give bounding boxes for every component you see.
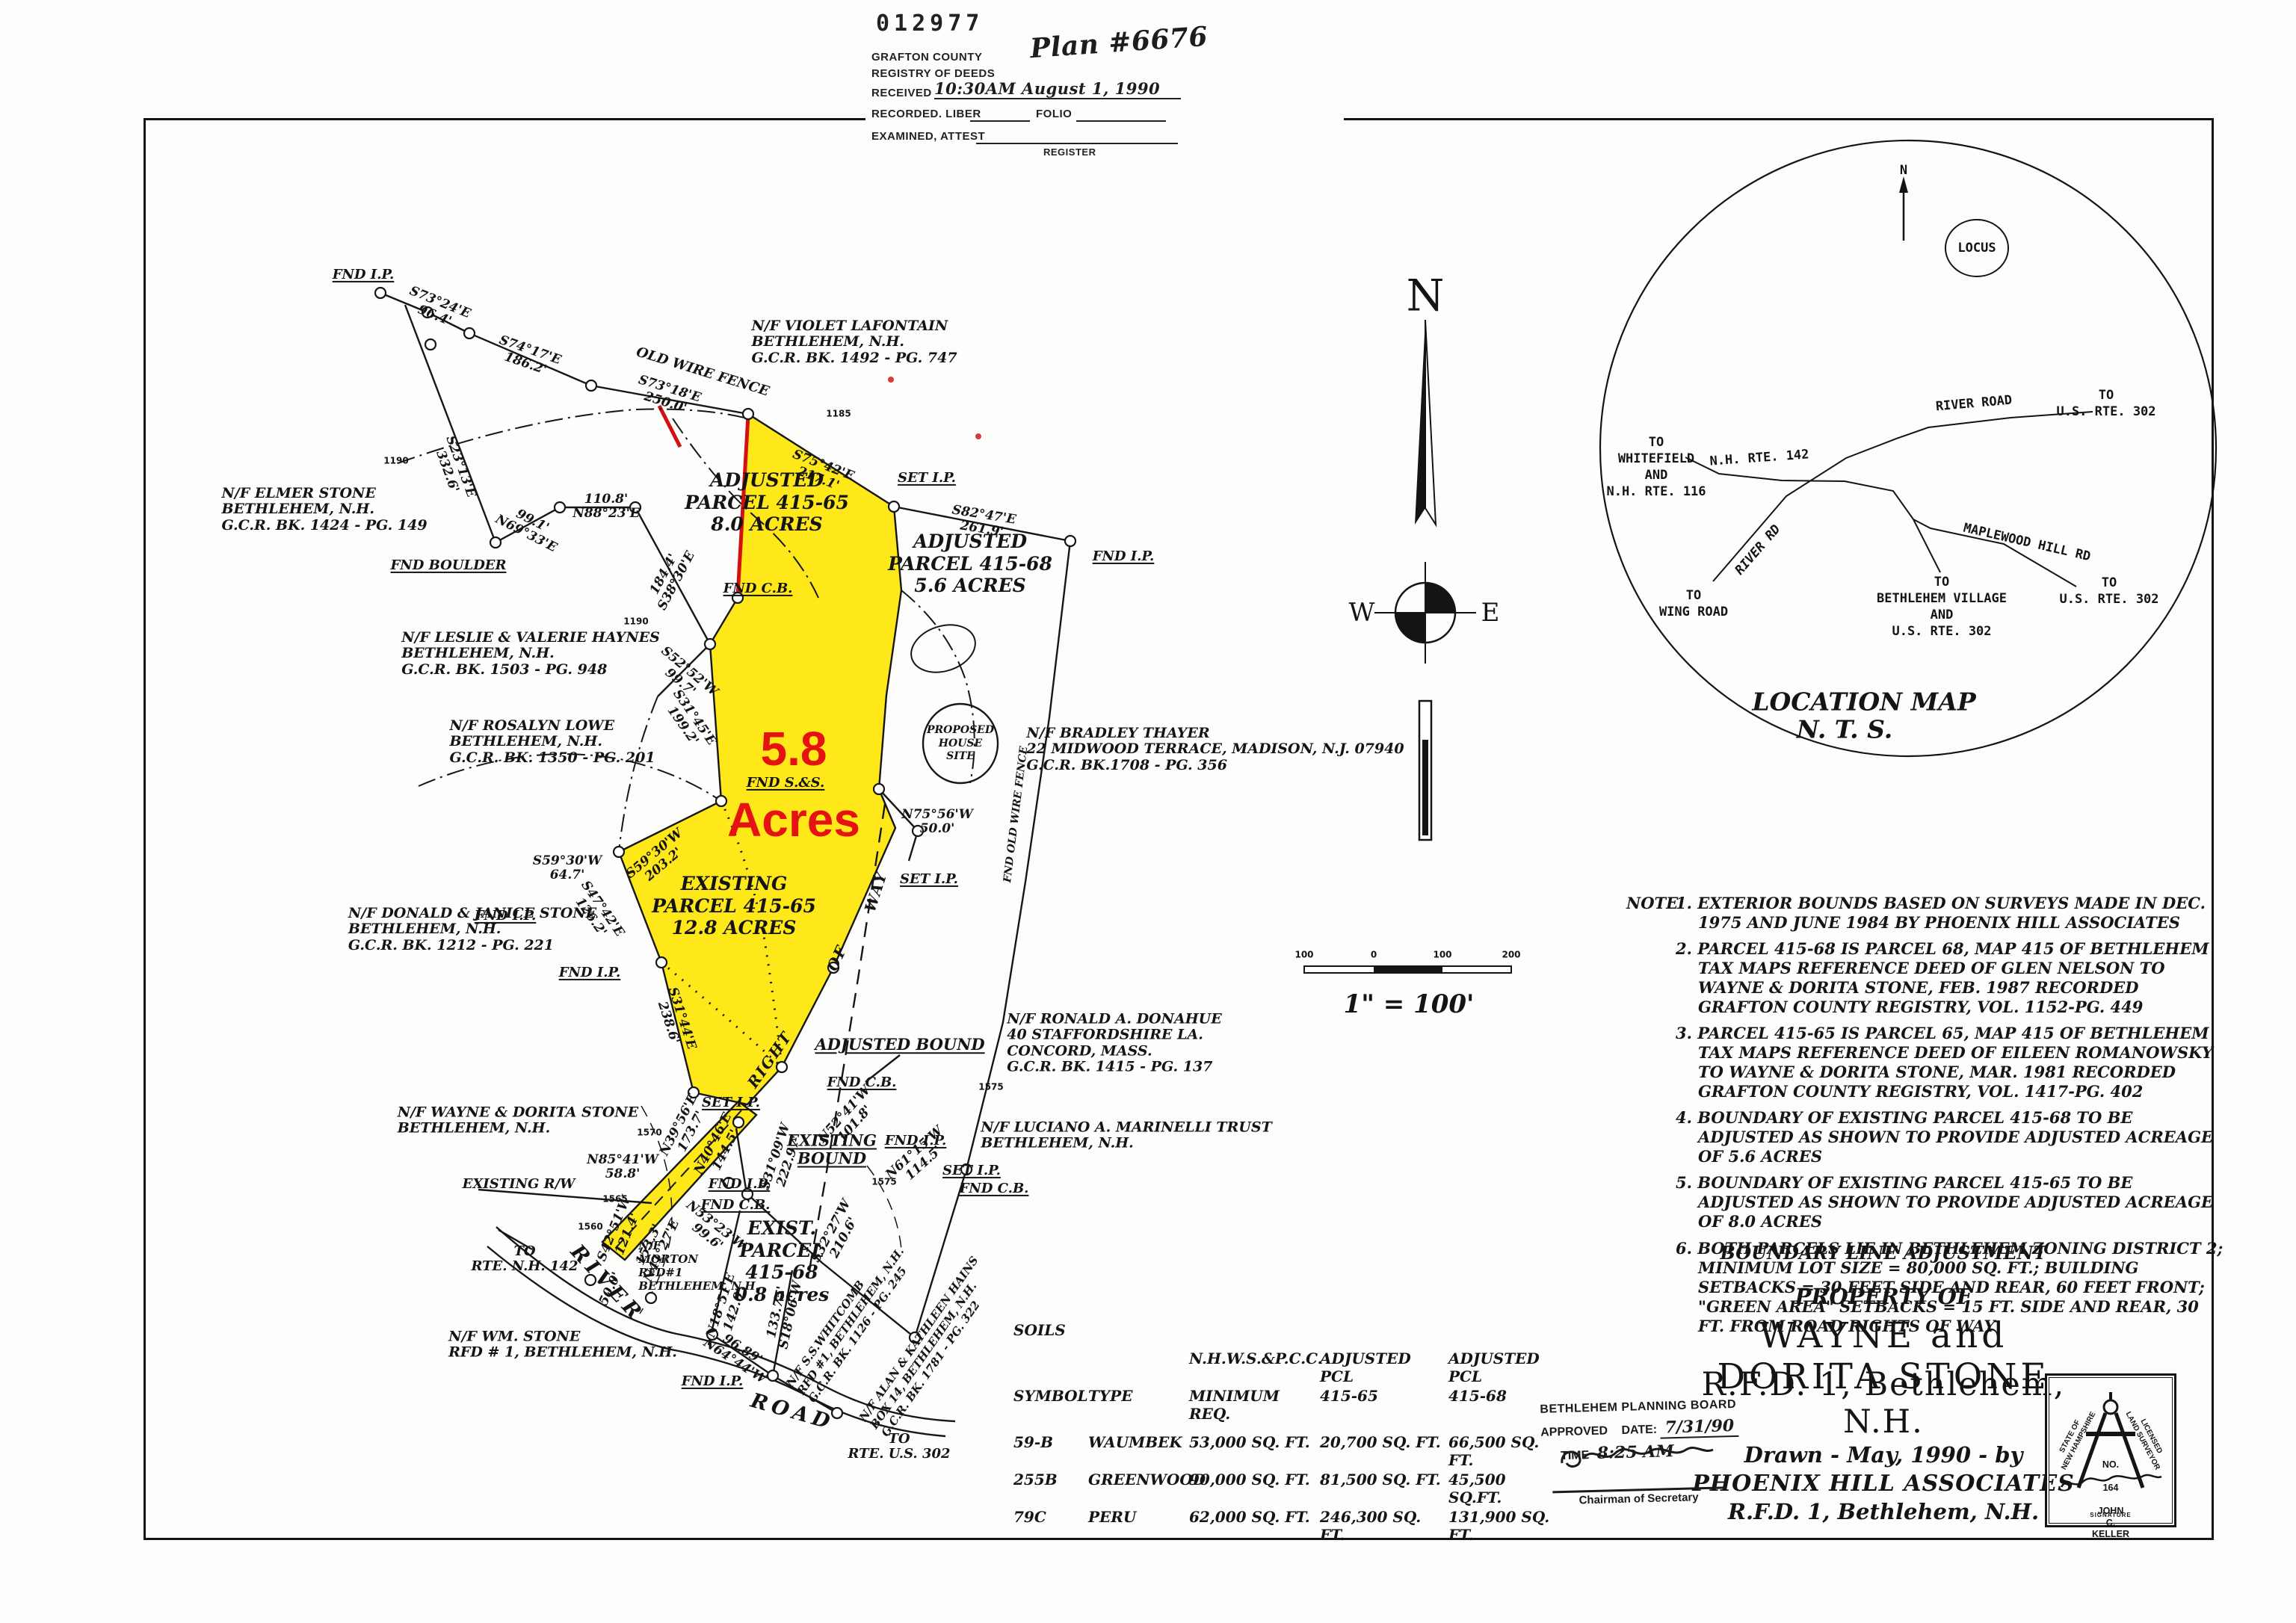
scale-bar [1303, 965, 1512, 974]
seal-number: 164 [2102, 1482, 2119, 1493]
note-item: 3. PARCEL 415-65 IS PARCEL 65, MAP 415 O… [1676, 1024, 2213, 1101]
soils-cell: 45,500 SQ.FT. [1448, 1471, 1506, 1506]
highlight-parcel-strip [601, 1100, 758, 1261]
red-slash-mark [657, 404, 682, 448]
corner-markers [374, 286, 1077, 1420]
owner-address: R.F.D. 1, Bethlehem, N.H. [1701, 1366, 2066, 1441]
note-item: 6. BOTH PARCELS LIE IN BETHLEHEM ZONING … [1676, 1238, 2224, 1335]
seal-signature [2060, 1474, 2162, 1488]
seal-signature-label: SIGNATURE [2090, 1512, 2132, 1518]
soils-cell: PERU [1088, 1508, 1137, 1526]
note-item: 2. PARCEL 415-68 IS PARCEL 68, MAP 415 O… [1676, 939, 2209, 1017]
soils-cell: TYPE [1088, 1387, 1133, 1405]
red-boundary-line [735, 415, 750, 597]
recorded-label: RECORDED. LIBER [871, 108, 981, 120]
soils-cell: GREENWOOD [1088, 1471, 1206, 1488]
received-value-handwritten: 10:30AM August 1, 1990 [934, 79, 1181, 99]
pond-outline [910, 624, 976, 673]
soils-cell: 131,900 SQ. FT. [1448, 1508, 1550, 1544]
soils-cell: N.H.W.S.&P.C.C. [1189, 1350, 1323, 1367]
dividers-icon [2076, 1392, 2145, 1488]
soils-cell: MINIMUM REQ. [1189, 1387, 1280, 1423]
examined-label: EXAMINED, ATTEST [871, 130, 986, 143]
north-arrow [1374, 319, 1476, 841]
time-label: TIME [1560, 1449, 1590, 1463]
notes-list: 1. EXTERIOR BOUNDS BASED ON SURVEYS MADE… [1676, 894, 2224, 1343]
soils-cell: 20,700 SQ. FT. [1320, 1433, 1441, 1451]
soils-cell: 53,000 SQ. FT. [1189, 1433, 1310, 1451]
location-map [1599, 139, 2218, 758]
soils-cell: ADJUSTED PCL [1448, 1350, 1540, 1385]
boundary-lines [380, 291, 1072, 1438]
note-item: 5. BOUNDARY OF EXISTING PARCEL 415-65 TO… [1676, 1173, 2214, 1231]
plan-number-handwritten: Plan #6676 [1028, 20, 1209, 65]
stamp-county: GRAFTON COUNTY [871, 51, 983, 64]
notes-block: NOTE: 1. EXTERIOR BOUNDS BASED ON SURVEY… [1626, 894, 2224, 1343]
register-label: REGISTER [1043, 146, 1096, 158]
soils-cell: 415-65 [1320, 1387, 1378, 1405]
approval-time-value: 8:25 AM [1596, 1441, 1675, 1463]
soils-title: SOILS [1013, 1321, 1066, 1339]
soils-cell [1088, 1350, 1189, 1385]
plan-type: BOUNDARY LINE ADJUSTMENT [1720, 1242, 2047, 1264]
soils-cell: 246,300 SQ. FT. [1320, 1508, 1422, 1544]
surveyor-firm: PHOENIX HILL ASSOCIATES [1692, 1471, 2075, 1497]
folio-label: FOLIO [1036, 108, 1073, 120]
stamp-registry: REGISTRY OF DEEDS [871, 67, 996, 80]
recording-number: 012977 [876, 10, 984, 37]
soils-cell: 415-68 [1448, 1387, 1507, 1405]
soils-cell [1013, 1350, 1088, 1385]
red-speck [975, 433, 981, 439]
note-item: 4. BOUNDARY OF EXISTING PARCEL 415-68 TO… [1676, 1108, 2214, 1166]
date-label: DATE: [1621, 1423, 1658, 1437]
soils-cell: ADJUSTED PCL [1320, 1350, 1411, 1385]
soils-cell: WAUMBEK [1088, 1433, 1182, 1451]
soils-cell: 79C [1013, 1508, 1046, 1526]
registry-stamp: 012977 Plan #6676 GRAFTON COUNTY REGISTR… [865, 4, 1344, 163]
seal-name: JOHN C. KELLER [2092, 1506, 2129, 1540]
soils-cell: 66,500 SQ. FT. [1448, 1433, 1540, 1469]
surveyor-address: R.F.D. 1, Bethlehem, N.H. [1727, 1499, 2040, 1524]
note-item: 1. EXTERIOR BOUNDS BASED ON SURVEYS MADE… [1676, 894, 2206, 933]
proposed-house-site-ellipse [922, 702, 999, 785]
seal-no-label: NO. [2102, 1459, 2120, 1470]
soils-cell: 62,000 SQ. FT. [1189, 1508, 1310, 1526]
property-of: PROPERTY OF [1794, 1284, 1972, 1309]
dashed-lines [397, 408, 975, 1314]
surveyor-seal: STATE OF NEW HAMPSHIRE LICENSED LAND SUR… [2045, 1373, 2176, 1539]
drawn-line: Drawn - May, 1990 - by [1744, 1442, 2023, 1468]
highlight-parcel-main [617, 412, 903, 1106]
notes-heading: NOTE: [1626, 894, 1684, 912]
approval-signature [1561, 1446, 1714, 1468]
approved-label: APPROVED [1540, 1424, 1608, 1439]
soils-cell: 81,500 SQ. FT. [1320, 1471, 1441, 1488]
received-label: RECEIVED [871, 87, 932, 99]
approval-date-value: 7/31/90 [1660, 1415, 1739, 1439]
soils-cell: 90,000 SQ. FT. [1189, 1471, 1310, 1488]
seal-center: NO. 164 JOHN C. KELLER [2084, 1447, 2137, 1541]
red-speck [888, 377, 894, 383]
soils-cell: 255B [1013, 1471, 1058, 1488]
soils-cell: 59-B [1013, 1433, 1054, 1451]
soils-cell: SYMBOL [1013, 1387, 1088, 1405]
owner-name: WAYNE and DORITA STONE [1717, 1315, 2050, 1397]
planning-board-stamp: BETHLEHEM PLANNING BOARD APPROVED DATE: … [1540, 1397, 1759, 1508]
